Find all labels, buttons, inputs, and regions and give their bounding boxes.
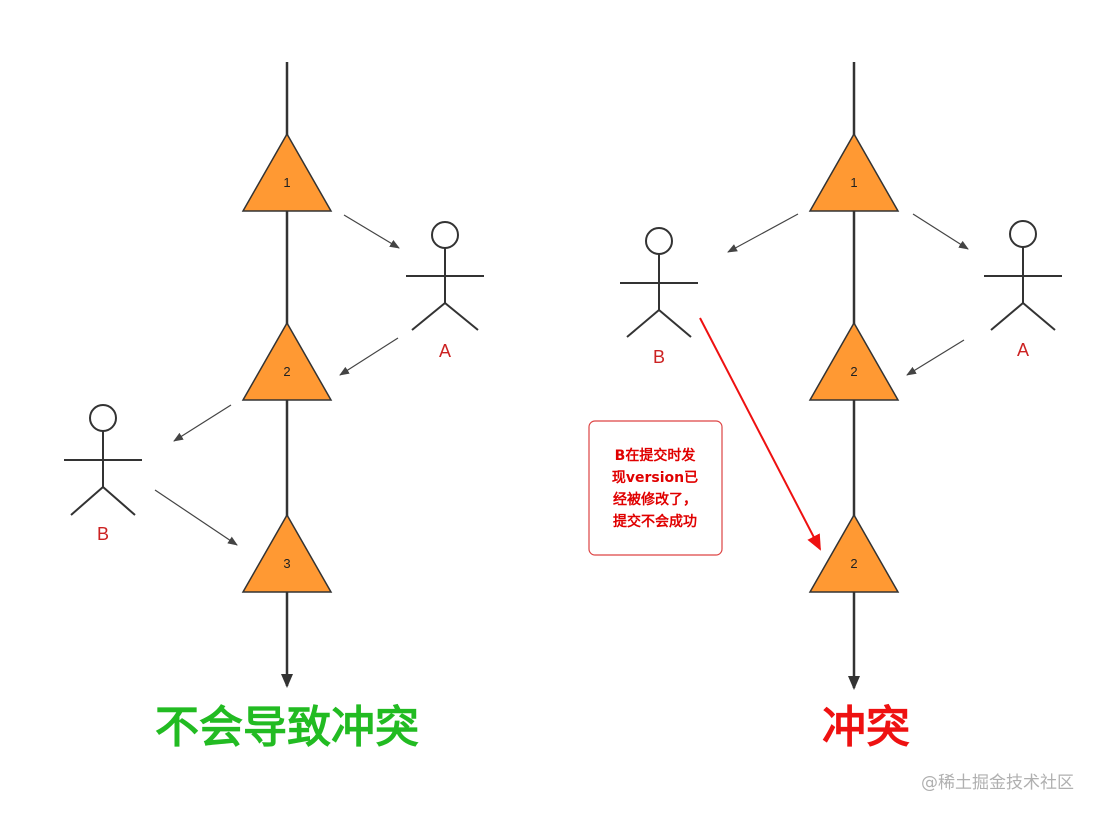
commit-arrow-b (154, 489, 238, 546)
right-caption: 冲突 (822, 702, 910, 753)
version-triangle (241, 132, 333, 212)
actor-b-label: B (97, 524, 109, 544)
version-triangle (241, 321, 333, 401)
right-version-2-attempt: 2 (808, 513, 900, 593)
note-line: B在提交时发 (615, 447, 697, 464)
note-line: 提交不会成功 (613, 513, 697, 530)
actor-head (645, 227, 673, 255)
conflict-note: B在提交时发 现version已 经被修改了， 提交不会成功 (588, 420, 723, 556)
commit-arrow-a (906, 339, 965, 376)
version-label: 2 (850, 556, 857, 571)
actor-leg (444, 302, 479, 331)
actor-head (1009, 220, 1037, 248)
left-actor-a: A (406, 221, 484, 361)
left-caption: 不会导致冲突 (155, 702, 419, 753)
read-arrow-a (912, 213, 969, 250)
commit-arrow-a (339, 337, 399, 376)
note-line: 现version已 (612, 470, 698, 486)
version-label: 1 (283, 175, 290, 190)
right-version-1: 1 (808, 132, 900, 212)
read-arrow-b (727, 213, 799, 253)
left-version-1: 1 (241, 132, 333, 212)
read-arrow-a (343, 214, 400, 249)
left-version-2: 2 (241, 321, 333, 401)
right-actor-b: B (620, 227, 698, 367)
version-label: 2 (850, 364, 857, 379)
actor-leg (411, 302, 446, 331)
actor-leg (658, 309, 692, 338)
right-actor-a: A (984, 220, 1062, 360)
version-triangle (808, 513, 900, 593)
actor-head (89, 404, 117, 432)
left-actor-b: B (64, 404, 142, 544)
watermark: @稀土掘金技术社区 (921, 773, 1074, 793)
version-label: 1 (850, 175, 857, 190)
left-diagram: 1 2 3 A B (64, 62, 484, 753)
actor-leg (1022, 302, 1056, 331)
note-line: 经被修改了， (613, 491, 697, 508)
left-version-3: 3 (241, 513, 333, 593)
version-triangle (241, 513, 333, 593)
read-arrow-b (173, 404, 232, 442)
note-box (588, 420, 723, 556)
version-label: 2 (283, 364, 290, 379)
actor-head (431, 221, 459, 249)
actor-leg (990, 302, 1024, 331)
actor-a-label: A (439, 341, 451, 361)
actor-b-label: B (653, 347, 665, 367)
version-triangle (808, 132, 900, 212)
conflict-commit-arrow (699, 317, 821, 551)
version-label: 3 (283, 556, 290, 571)
actor-leg (102, 486, 136, 516)
actor-leg (70, 486, 104, 516)
right-diagram: 1 2 2 B A (588, 62, 1062, 753)
actor-a-label: A (1017, 340, 1029, 360)
actor-leg (626, 309, 660, 338)
version-triangle (808, 321, 900, 401)
right-version-2: 2 (808, 321, 900, 401)
